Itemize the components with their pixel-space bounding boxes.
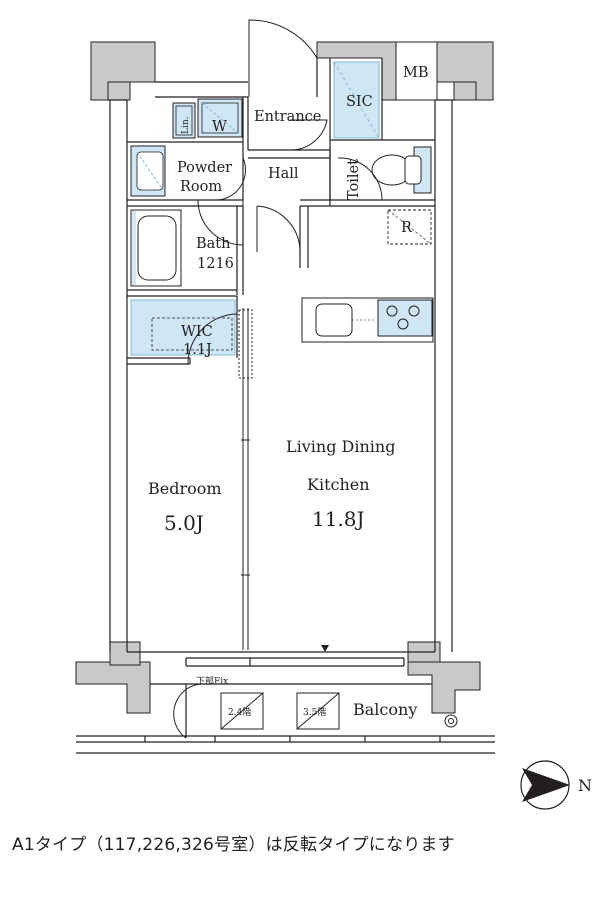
linen-closet: [172, 102, 196, 139]
washer-space: [197, 98, 243, 138]
label-ldk-1: Living Dining: [286, 437, 395, 456]
label-lower-fix: 下部Fix: [196, 675, 228, 687]
railing: [144, 736, 441, 742]
vanity: [130, 145, 166, 197]
sliding-partition: [238, 308, 253, 650]
label-toilet: Toilet: [346, 159, 362, 200]
wic-storage: [130, 299, 236, 356]
label-sic: SIC: [346, 94, 373, 110]
walls: [75, 41, 494, 714]
label-room: Room: [180, 179, 222, 195]
label-r: R: [401, 220, 413, 236]
fridge-space: [387, 209, 432, 245]
doors: [173, 19, 383, 739]
compass-north-label: N: [578, 776, 592, 795]
label-ldk-2: Kitchen: [307, 475, 370, 494]
label-powder: Powder: [177, 160, 232, 176]
kitchen-counter: [301, 297, 434, 343]
label-bedroom-size: 5.0J: [164, 511, 204, 535]
label-ldk-size: 11.8J: [312, 507, 365, 531]
label-bath-size: 1216: [197, 256, 234, 272]
balcony-units: [220, 692, 458, 730]
label-lin: Lin.: [181, 116, 191, 134]
plan-caption: A1タイプ（117,226,326号室）は反転タイプになります: [12, 835, 455, 855]
label-hall: Hall: [268, 166, 299, 182]
label-unit-a: 2.4階: [228, 707, 251, 718]
label-balcony: Balcony: [353, 700, 417, 719]
label-bedroom: Bedroom: [148, 479, 222, 498]
label-mb: MB: [403, 65, 429, 81]
label-wic: WIC: [181, 324, 213, 340]
label-wic-size: 1.1J: [183, 342, 212, 358]
label-entrance: Entrance: [254, 109, 321, 125]
wall-lines: [76, 58, 495, 754]
label-bath: Bath: [196, 236, 230, 252]
label-w: W: [212, 119, 227, 135]
entry-marker: [321, 645, 329, 652]
toilet-fixture: [371, 146, 432, 194]
bathtub: [130, 209, 182, 287]
compass-icon: [520, 760, 570, 810]
label-unit-b: 3.5階: [303, 707, 326, 718]
